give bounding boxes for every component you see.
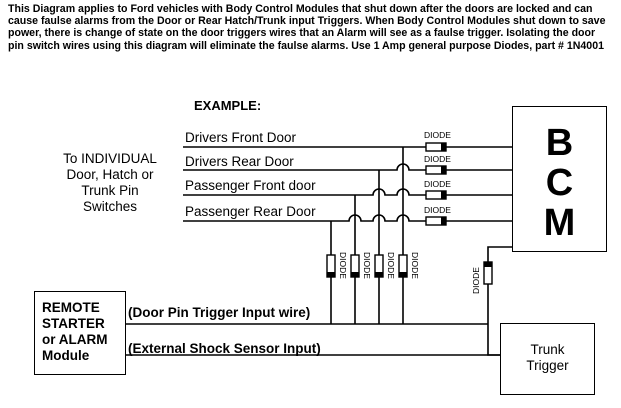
bcm-letter-m: M <box>543 202 576 244</box>
diode-h-label-2: DIODE <box>424 154 451 164</box>
door-pin-wire-label: (Door Pin Trigger Input wire) <box>128 305 311 320</box>
remote-line-4: Module <box>42 348 90 363</box>
diode-v-label-1: DIODE <box>338 252 348 279</box>
door-label-passenger-front: Passenger Front door <box>185 178 316 193</box>
intro-paragraph: This Diagram applies to Ford vehicles wi… <box>8 3 606 52</box>
trunk-diode-wire <box>487 324 500 356</box>
diode-v-label-4: DIODE <box>410 252 420 279</box>
door-label-passenger-rear: Passenger Rear Door <box>185 204 316 219</box>
pin-switches-line-2: Door, Hatch or <box>66 167 154 182</box>
bcm-letter-b: B <box>545 122 574 164</box>
bcm-letter-c: C <box>545 162 574 204</box>
diode-v-label-3: DIODE <box>386 252 396 279</box>
trunk-line-2: Trigger <box>526 358 569 373</box>
diode-h-label-1: DIODE <box>424 130 451 140</box>
example-label: EXAMPLE: <box>194 98 262 113</box>
remote-line-1: REMOTE <box>42 300 100 315</box>
pin-switches-line-3: Trunk Pin <box>81 183 139 198</box>
trunk-line-1: Trunk <box>530 342 565 357</box>
remote-line-3: or ALARM <box>42 332 108 347</box>
pin-switches-line-1: To INDIVIDUAL <box>63 151 157 166</box>
wire-passenger-front <box>183 188 512 196</box>
door-label-drivers-front: Drivers Front Door <box>185 130 297 145</box>
diode-h-label-4: DIODE <box>424 205 451 215</box>
door-label-drivers-rear: Drivers Rear Door <box>185 154 294 169</box>
remote-starter-box: REMOTE STARTER or ALARM Module <box>34 291 126 375</box>
diode-h-label-3: DIODE <box>424 179 451 189</box>
vertical-diodes <box>326 254 493 285</box>
horizontal-diodes <box>425 142 447 226</box>
diode-v-label-2: DIODE <box>362 252 372 279</box>
trunk-trigger-box: Trunk Trigger <box>500 323 595 395</box>
pin-switches-label: To INDIVIDUAL Door, Hatch or Trunk Pin S… <box>50 151 170 215</box>
remote-line-2: STARTER <box>42 316 105 331</box>
pin-switches-line-4: Switches <box>82 199 138 214</box>
trunk-feed <box>487 246 512 324</box>
bcm-box: B C M <box>512 106 607 252</box>
diode-v-label-trunk: DIODE <box>471 267 481 294</box>
shock-sensor-wire-label: (External Shock Sensor Input) <box>128 341 321 356</box>
